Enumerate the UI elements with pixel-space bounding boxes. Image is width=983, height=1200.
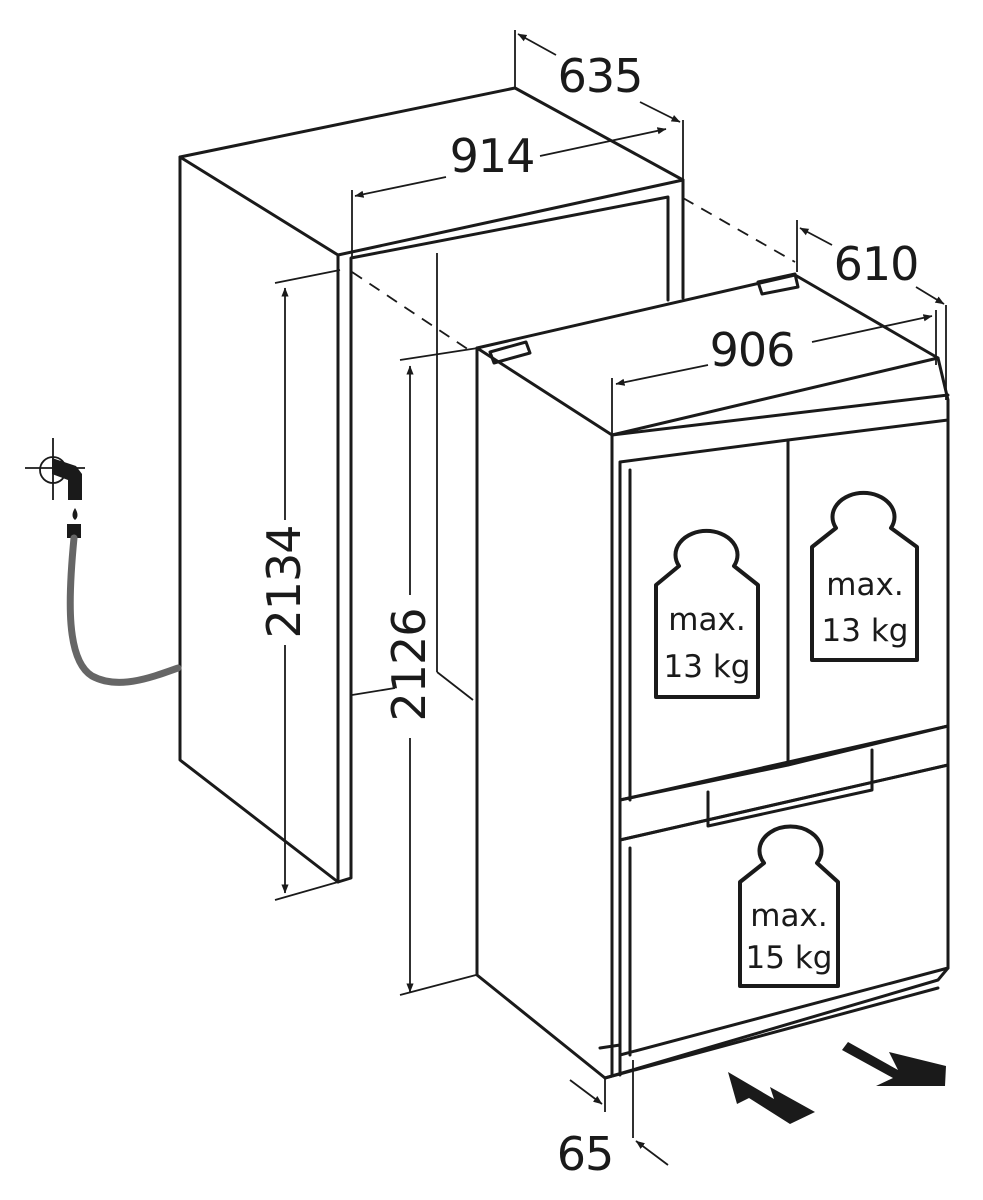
door-offset-label: 65 — [557, 1127, 614, 1181]
top-hinge-right — [756, 272, 800, 296]
left-door-max-label: max. — [668, 602, 745, 638]
appliance-width-label: 906 — [710, 323, 795, 377]
niche-height-label: 2134 — [257, 525, 311, 638]
drawer-max-label: max. — [750, 898, 827, 934]
niche-cabinet — [178, 86, 796, 884]
appliance-depth-label: 610 — [834, 237, 919, 291]
weight-icon: max. 13 kg — [654, 528, 760, 699]
refrigerator-body — [475, 272, 950, 1080]
dimension-lines — [274, 30, 947, 1166]
airflow-arrow-icon — [728, 1042, 946, 1124]
top-hinge-left — [488, 340, 532, 365]
right-door-max-label: max. — [826, 567, 903, 603]
drawer-weight-label: 15 kg — [746, 940, 833, 976]
right-door-weight-label: 13 kg — [822, 613, 909, 649]
niche-depth-label: 635 — [558, 49, 643, 103]
freezer-drawer — [618, 763, 950, 1057]
weight-icon: max. 15 kg — [738, 824, 840, 988]
weight-icon: max. 13 kg — [810, 490, 919, 662]
water-hose-icon — [66, 534, 182, 686]
appliance-height-label: 2126 — [382, 608, 436, 721]
left-door-weight-label: 13 kg — [664, 649, 751, 685]
niche-width-label: 914 — [450, 129, 535, 183]
water-tap-icon — [25, 438, 85, 538]
middle-drawer — [618, 724, 950, 842]
